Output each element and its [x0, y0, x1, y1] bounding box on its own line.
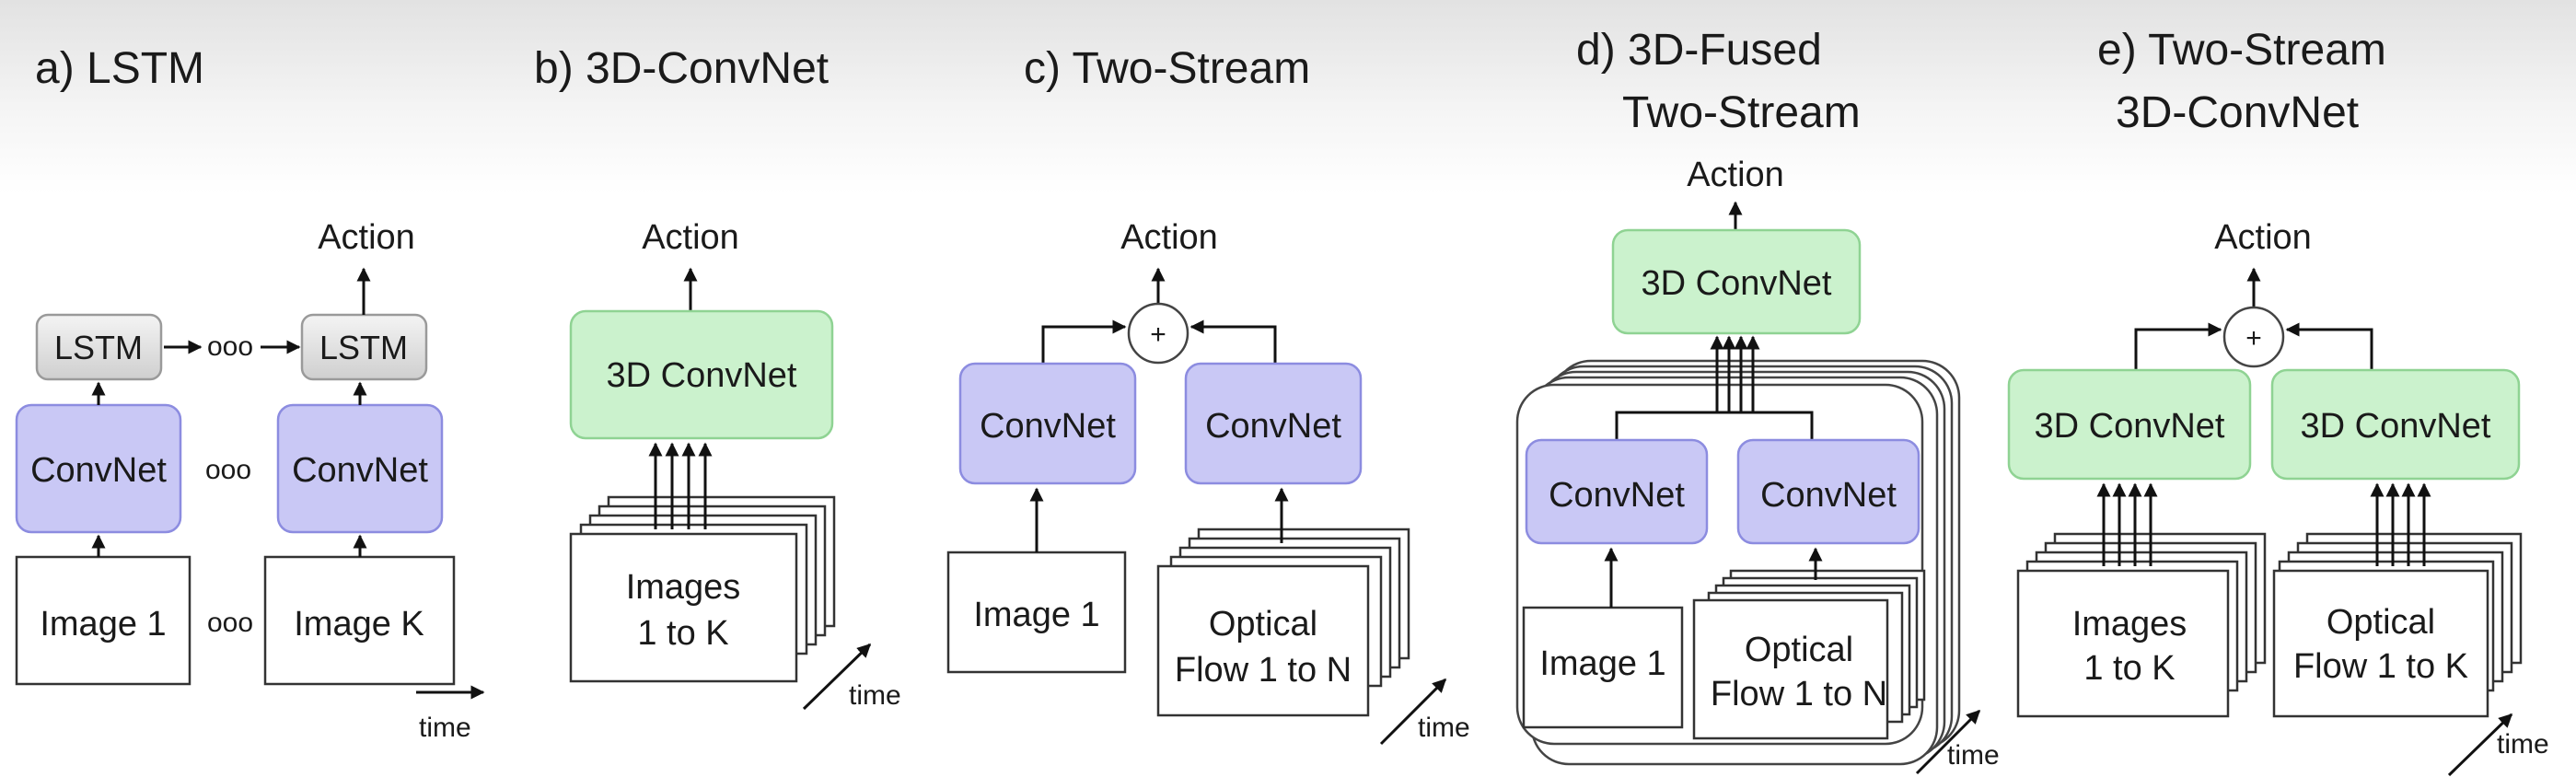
time-arrow-e	[2447, 713, 2513, 777]
image-k-label: Image K	[294, 605, 424, 644]
time-arrow-b	[802, 643, 872, 711]
convnet-box-c-rgb: ConvNet	[958, 362, 1137, 485]
fuse-join-edge	[1615, 411, 1814, 440]
convnet-d-flow-label: ConvNet	[1760, 476, 1897, 515]
panel-b-3d-convnet: b) 3D-ConvNet Action 3D ConvNet Images 1…	[534, 44, 901, 711]
panel-c-two-stream: c) Two-Stream Action + ConvNet ConvNet I…	[946, 44, 1470, 746]
panel-c-title: c) Two-Stream	[1024, 44, 1310, 93]
image-ellipsis: ooo	[207, 608, 253, 638]
frame-stack-e-rgb: Images 1 to K	[2016, 532, 2267, 718]
flow-c-line1: Optical	[1209, 605, 1317, 644]
convnet-c-rgb-label: ConvNet	[980, 407, 1116, 446]
plus-c-label: +	[1150, 319, 1166, 350]
flow-c-line2: Flow 1 to N	[1175, 651, 1352, 690]
panel-b-action-label: Action	[642, 218, 739, 257]
image-k-frame: Image K	[263, 555, 456, 686]
images-b-line1: Images	[626, 568, 741, 607]
convnet-box-d-rgb: ConvNet	[1525, 438, 1709, 545]
panel-e-title-line1: e) Two-Stream	[2097, 26, 2386, 75]
time-label-d: time	[1947, 740, 2000, 771]
time-label-e: time	[2497, 729, 2549, 760]
flow-e-line1: Optical	[2327, 603, 2435, 642]
time-arrow-c	[1379, 678, 1447, 746]
conv3d-d-label: 3D ConvNet	[1642, 264, 1832, 303]
flow-e-line2: Flow 1 to K	[2293, 647, 2468, 686]
convnet-box-a2: ConvNet	[276, 403, 444, 534]
time-arrow-d	[1915, 709, 1981, 775]
time-label-b: time	[849, 680, 901, 711]
convnet-d-rgb-label: ConvNet	[1549, 476, 1685, 515]
time-label-c: time	[1418, 713, 1470, 743]
panel-a-action-label: Action	[318, 218, 415, 257]
panel-b-title: b) 3D-ConvNet	[534, 44, 829, 93]
plus-node-e: +	[2222, 306, 2285, 368]
flow-stack-d: Optical Flow 1 to N	[1692, 569, 1926, 740]
panel-e-title-line2: 3D-ConvNet	[2116, 88, 2359, 137]
flow-d-line1: Optical	[1745, 631, 1853, 669]
image-d-label: Image 1	[1539, 644, 1665, 683]
flow-stack-e: Optical Flow 1 to K	[2272, 532, 2523, 718]
conv3d-box-d: 3D ConvNet	[1611, 228, 1862, 335]
flow-stack-c: Optical Flow 1 to N	[1156, 528, 1410, 717]
time-label-a: time	[419, 713, 471, 743]
conv3d-box-e-flow: 3D ConvNet	[2270, 368, 2521, 481]
panel-d-title-line1: d) 3D-Fused	[1576, 26, 1822, 75]
image-c-label: Image 1	[973, 596, 1099, 634]
panel-e-two-stream-3d: e) Two-Stream 3D-ConvNet Action + 3D Con…	[2007, 26, 2549, 777]
plus-node-c: +	[1127, 302, 1189, 365]
conv3d-b-label: 3D ConvNet	[607, 356, 797, 395]
rgb-to-plus-edge-c	[1041, 319, 1127, 364]
panel-d-action-label: Action	[1687, 156, 1784, 194]
conv3d-box-b: 3D ConvNet	[569, 309, 834, 440]
flow-d-line2: Flow 1 to N	[1711, 675, 1887, 713]
conv3d-e-flow-label: 3D ConvNet	[2301, 407, 2491, 446]
image-1-frame-c: Image 1	[946, 551, 1127, 674]
panel-a-lstm: a) LSTM Action LSTM LSTM ooo ConvNet Con…	[15, 44, 485, 743]
panel-c-action-label: Action	[1120, 218, 1218, 257]
lstm-box-2: LSTM	[300, 313, 428, 381]
image-1-label: Image 1	[40, 605, 166, 644]
frame-stack-b: Images 1 to K	[569, 495, 836, 683]
panel-a-title: a) LSTM	[35, 44, 204, 93]
convnet-box-c-flow: ConvNet	[1184, 362, 1363, 485]
flow-to-plus-edge-e	[2285, 322, 2373, 370]
images-e-line1: Images	[2072, 605, 2187, 644]
images-b-line2: 1 to K	[637, 614, 728, 653]
lstm-box-1-label: LSTM	[54, 329, 143, 366]
lstm-ellipsis: ooo	[207, 331, 253, 362]
lstm-box-2-label: LSTM	[319, 329, 408, 366]
image-1-frame-d: Image 1	[1522, 606, 1684, 729]
convnet-ellipsis: ooo	[205, 455, 251, 485]
convnet-box-a1: ConvNet	[15, 403, 182, 534]
convnet-a2-label: ConvNet	[292, 451, 428, 490]
images-e-line2: 1 to K	[2083, 649, 2175, 688]
lstm-box-1: LSTM	[35, 313, 163, 381]
panel-d-3d-fused: d) 3D-Fused Two-Stream Action 3D ConvNet…	[1515, 26, 2000, 775]
convnet-box-d-flow: ConvNet	[1736, 438, 1920, 545]
panel-d-title-line2: Two-Stream	[1622, 88, 1861, 137]
header-shade	[0, 0, 2576, 193]
conv3d-box-e-rgb: 3D ConvNet	[2007, 368, 2252, 481]
panel-e-action-label: Action	[2214, 218, 2312, 257]
convnet-a1-label: ConvNet	[30, 451, 167, 490]
image-1-frame: Image 1	[15, 555, 191, 686]
convnet-c-flow-label: ConvNet	[1205, 407, 1341, 446]
conv3d-e-rgb-label: 3D ConvNet	[2035, 407, 2225, 446]
flow-to-plus-edge-c	[1189, 319, 1277, 364]
rgb-to-plus-edge-e	[2134, 322, 2222, 370]
plus-e-label: +	[2245, 323, 2262, 354]
